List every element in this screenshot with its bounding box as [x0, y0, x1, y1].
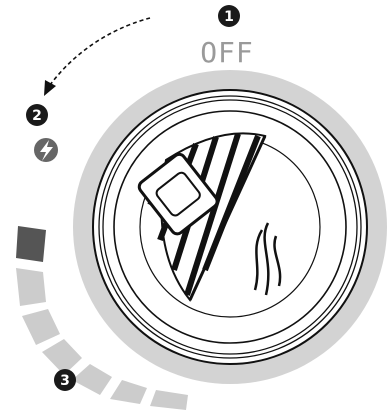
knob-pointer — [137, 152, 219, 236]
lightning-bolt-icon — [34, 138, 58, 162]
heat-level-bar-icon — [16, 226, 188, 410]
marker-1: 1 — [218, 5, 240, 27]
svg-text:3: 3 — [60, 373, 70, 389]
svg-text:2: 2 — [32, 108, 42, 124]
flame-icon — [253, 222, 282, 296]
rotation-arrow — [44, 17, 151, 96]
marker-2: 2 — [26, 104, 48, 126]
marker-3: 3 — [54, 369, 76, 391]
off-label: OFF — [200, 36, 254, 69]
adjustment-knob-icon — [73, 70, 387, 384]
svg-text:1: 1 — [224, 9, 234, 25]
